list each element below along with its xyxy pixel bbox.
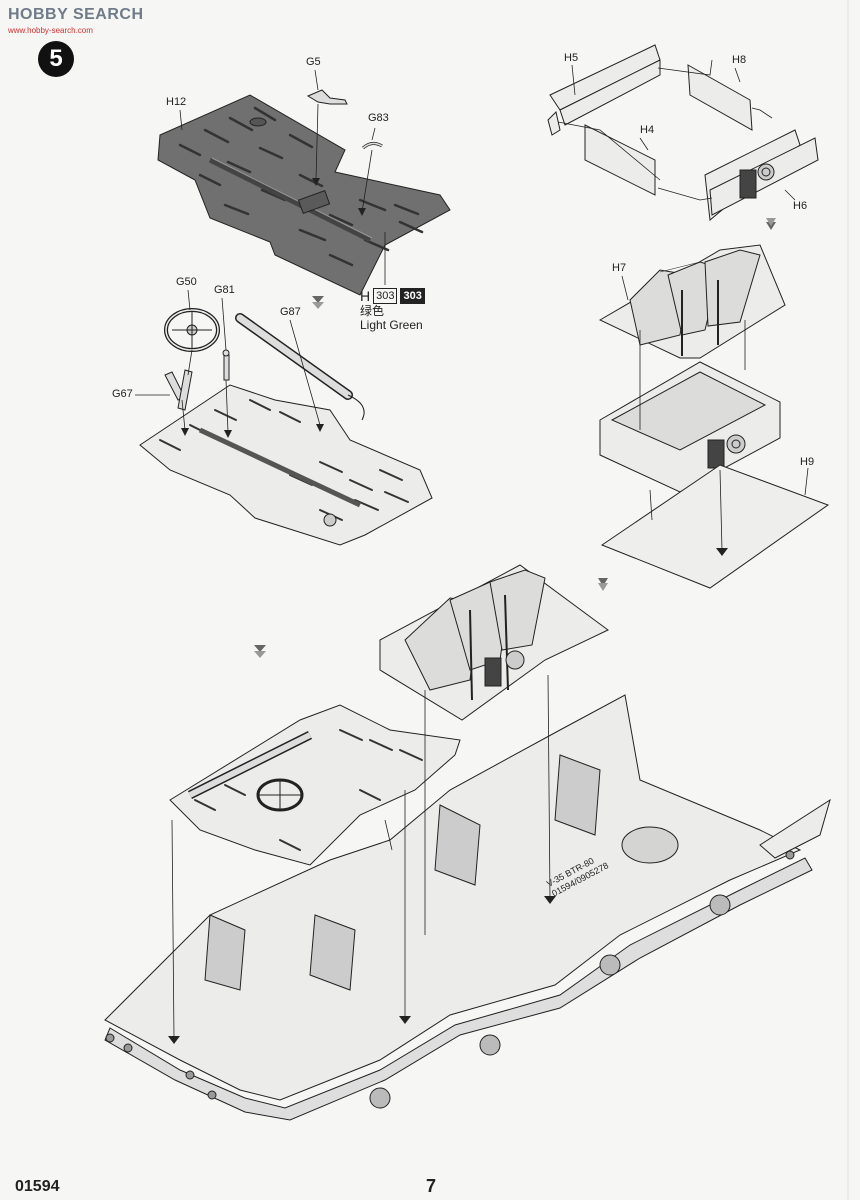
- floor-plate-h9: [600, 464, 830, 589]
- floor-assembly-lower: [169, 704, 461, 866]
- page-number: 7: [426, 1176, 437, 1196]
- label-g67: G67: [112, 388, 133, 400]
- seat-bench-h7: [598, 244, 786, 359]
- step-number-badge: 5: [38, 41, 74, 77]
- label-h6: H6: [793, 200, 808, 212]
- part-g83-handle: [362, 141, 383, 150]
- part-g5-lever: [306, 89, 348, 105]
- label-h4: H4: [640, 124, 655, 136]
- product-code: 01594: [15, 1178, 60, 1195]
- part-g81-rod: [222, 349, 230, 381]
- label-h9: H9: [800, 456, 815, 468]
- label-g81: G81: [214, 284, 235, 296]
- leader-lines-top: [179, 69, 386, 285]
- hull-leader-lines: [171, 674, 551, 1041]
- watermark-logo: HOBBY SEARCH www.hobby-search.com: [2, 2, 162, 36]
- storage-box: [599, 361, 781, 493]
- flow-arrow-down-left: [254, 645, 266, 652]
- hull-chassis: [104, 694, 831, 1121]
- left-floor-leader-lines: [135, 289, 321, 433]
- label-h8: H8: [732, 54, 747, 66]
- seat-bench-mid: [379, 564, 609, 721]
- label-h7: H7: [612, 262, 627, 274]
- part-g87-pipe: [235, 313, 365, 421]
- paint-sprue-letter: H: [360, 288, 371, 304]
- box-leader-lines: [621, 275, 809, 551]
- floor-plate-h12: [157, 94, 451, 296]
- frame-leader-lines: [557, 59, 796, 201]
- floor-assembly-left: [139, 384, 433, 546]
- watermark-url: www.hobby-search.com: [8, 26, 93, 35]
- label-g87: G87: [280, 306, 301, 318]
- frame-walls-h4-h8: [547, 44, 819, 221]
- label-h12: H12: [166, 96, 187, 108]
- part-g67-column: [164, 369, 193, 411]
- label-h5: H5: [564, 52, 579, 64]
- label-g83: G83: [368, 112, 389, 124]
- paint-name-cn: 绿色: [360, 304, 385, 318]
- flow-arrow-down: [312, 296, 324, 303]
- paint-name-en: Light Green: [360, 318, 423, 332]
- part-g50-steering-wheel: [164, 308, 220, 352]
- flow-arrow-down-mid: [598, 578, 608, 586]
- paint-code-light: 303: [373, 288, 398, 304]
- label-g5: G5: [306, 56, 321, 68]
- paint-code-dark: 303: [400, 288, 425, 304]
- paint-reference: H 303 303 绿色 Light Green: [360, 288, 425, 332]
- watermark-text: HOBBY SEARCH: [8, 6, 144, 23]
- label-g50: G50: [176, 276, 197, 288]
